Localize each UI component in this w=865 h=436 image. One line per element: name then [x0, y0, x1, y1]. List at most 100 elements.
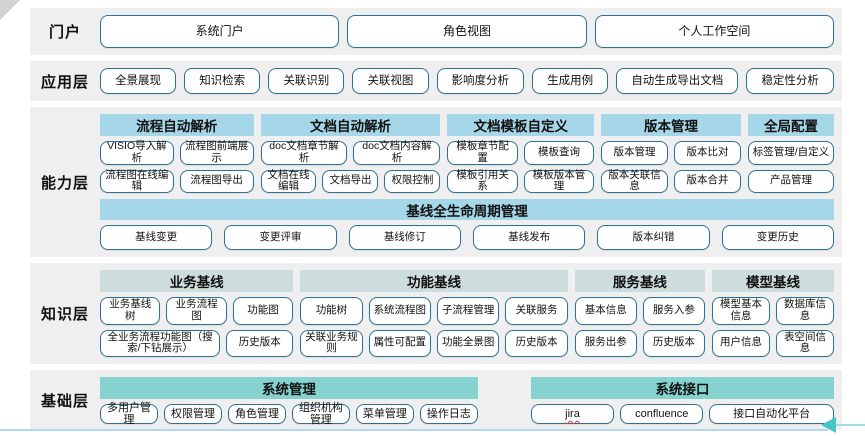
system-interface-item-button[interactable]: jira: [530, 404, 615, 424]
arrow-head: [821, 417, 836, 433]
baseline-lifecycle-item-button[interactable]: 变更历史: [721, 225, 834, 250]
doc-auto-parse-item-button[interactable]: doc文档章节解析: [260, 140, 348, 165]
group-service-baseline: 服务基线基本信息服务入参服务出参历史版本: [574, 270, 705, 357]
group-function-baseline-row: 功能树系统流程图子流程管理关联服务: [300, 297, 568, 325]
application-buttons-row: 全景展现知识检索关联识别关联视图影响度分析生成用例自动生成导出文档稳定性分析: [100, 68, 834, 94]
doc-template-item-button[interactable]: 模板引用关系: [447, 169, 518, 193]
process-auto-parse-item-button[interactable]: 流程图在线编辑: [100, 169, 174, 193]
service-baseline-item-button[interactable]: 服务出参: [574, 329, 637, 357]
process-auto-parse-item-button[interactable]: 流程图导出: [179, 169, 254, 193]
service-baseline-item-button[interactable]: 历史版本: [642, 329, 705, 357]
knowledge-groups: 业务基线业务基线树业务流程图功能图全业务流程功能图（搜索/下钻展示）历史版本功能…: [100, 270, 834, 357]
function-baseline-item-button[interactable]: 属性可配置: [368, 329, 431, 357]
group-doc-auto-parse-row: 文档在线编辑文档导出权限控制: [260, 169, 441, 193]
group-function-baseline-row: 关联业务规则属性可配置功能全景图历史版本: [300, 329, 568, 357]
baseline-lifecycle-item-button[interactable]: 变更评审: [224, 225, 337, 250]
function-baseline-item-button[interactable]: 子流程管理: [437, 297, 500, 325]
function-baseline-item-button[interactable]: 功能树: [300, 297, 363, 325]
system-mgmt-item-button[interactable]: 权限管理: [163, 404, 222, 424]
system-mgmt-item-button[interactable]: 角色管理: [227, 404, 286, 424]
system-mgmt-item-button[interactable]: 多用户管理: [100, 402, 158, 426]
version-mgmt-item-button[interactable]: 版本比对: [674, 141, 741, 165]
group-version-mgmt-header: 版本管理: [601, 114, 741, 136]
application-item-button[interactable]: 影响度分析: [436, 68, 525, 94]
portal-item-button[interactable]: 个人工作空间: [594, 15, 834, 48]
system-mgmt-item-button[interactable]: 组织机构管理: [291, 402, 350, 426]
application-item-button[interactable]: 知识检索: [184, 68, 261, 94]
doc-auto-parse-item-button[interactable]: doc文档内容解析: [353, 140, 441, 165]
application-item-button[interactable]: 关联识别: [268, 68, 345, 94]
portal-item-button[interactable]: 角色视图: [347, 15, 587, 48]
group-version-mgmt-row: 版本关联信息版本合并: [601, 169, 741, 193]
global-config-item-button[interactable]: 产品管理: [747, 169, 834, 193]
application-item-button[interactable]: 生成用例: [532, 68, 609, 94]
system-interface-item-button[interactable]: confluence: [620, 404, 704, 424]
layer-application-label: 应用层: [40, 73, 89, 91]
function-baseline-item-button[interactable]: 关联服务: [505, 297, 568, 325]
doc-auto-parse-item-button[interactable]: 文档导出: [322, 169, 379, 193]
group-business-baseline-header: 业务基线: [100, 270, 294, 292]
business-baseline-item-button[interactable]: 功能图: [232, 297, 294, 325]
doc-template-item-button[interactable]: 模板查询: [523, 141, 595, 165]
group-doc-auto-parse-header: 文档自动解析: [260, 114, 441, 136]
service-baseline-item-button[interactable]: 服务入参: [642, 297, 705, 325]
business-baseline-item-button[interactable]: 历史版本: [226, 329, 294, 357]
group-business-baseline: 业务基线业务基线树业务流程图功能图全业务流程功能图（搜索/下钻展示）历史版本: [100, 270, 294, 357]
layer-knowledge: 知识层业务基线业务基线树业务流程图功能图全业务流程功能图（搜索/下钻展示）历史版…: [30, 263, 842, 364]
group-process-auto-parse: 流程自动解析 VISIO导入解析流程图前端展示流程图在线编辑流程图导出: [100, 114, 254, 193]
model-baseline-item-button[interactable]: 表空间信息: [775, 329, 834, 357]
arrow-tail: [831, 424, 865, 426]
process-auto-parse-item-button[interactable]: VISIO导入解析: [100, 140, 174, 165]
application-item-button[interactable]: 自动生成导出文档: [616, 68, 739, 94]
function-baseline-item-button[interactable]: 历史版本: [505, 329, 568, 357]
application-item-button[interactable]: 稳定性分析: [746, 68, 834, 94]
group-system-mgmt-header: 系统管理: [100, 377, 478, 399]
group-version-mgmt-row: 版本管理版本比对: [601, 141, 741, 165]
doc-auto-parse-item-button[interactable]: 文档在线编辑: [260, 169, 317, 193]
global-config-item-button[interactable]: 标签管理/自定义: [747, 141, 834, 165]
baseline-lifecycle-item-button[interactable]: 基线变更: [100, 225, 213, 250]
version-mgmt-item-button[interactable]: 版本关联信息: [601, 169, 669, 193]
version-mgmt-item-button[interactable]: 版本管理: [601, 141, 669, 165]
system-interface-item-button[interactable]: 接口自动化平台: [709, 404, 834, 424]
layer-portal-content: 系统门户角色视图个人工作空间: [100, 8, 842, 55]
baseline-lifecycle-item-button[interactable]: 基线修订: [348, 225, 461, 250]
model-baseline-item-button[interactable]: 数据库信息: [775, 297, 834, 325]
business-baseline-item-button[interactable]: 业务基线树: [100, 297, 161, 325]
doc-auto-parse-item-button[interactable]: 权限控制: [384, 169, 441, 193]
group-service-baseline-header: 服务基线: [574, 270, 705, 292]
group-global-config: 全局配置标签管理/自定义产品管理: [747, 114, 834, 193]
process-auto-parse-item-button[interactable]: 流程图前端展示: [179, 140, 254, 165]
service-baseline-item-button[interactable]: 基本信息: [574, 297, 637, 325]
system-mgmt-item-button[interactable]: 菜单管理: [355, 404, 414, 424]
model-baseline-item-button[interactable]: 模型基本信息: [711, 297, 770, 325]
function-baseline-item-button[interactable]: 功能全景图: [437, 329, 500, 357]
function-baseline-item-button[interactable]: 关联业务规则: [300, 329, 363, 357]
group-process-auto-parse-header: 流程自动解析: [100, 114, 254, 136]
business-baseline-item-button[interactable]: 业务流程图: [166, 297, 227, 325]
application-item-button[interactable]: 全景展现: [100, 68, 177, 94]
version-mgmt-item-button[interactable]: 版本合并: [674, 169, 741, 193]
group-process-auto-parse-row: VISIO导入解析流程图前端展示: [100, 140, 254, 165]
system-mgmt-item-button[interactable]: 操作日志: [419, 404, 478, 424]
layer-knowledge-label: 知识层: [40, 306, 89, 323]
baseline-lifecycle-item-button[interactable]: 版本纠错: [597, 225, 710, 250]
banner-baseline-lifecycle-header: 基线全生命周期管理: [100, 199, 834, 220]
group-model-baseline-row: 模型基本信息数据库信息: [711, 297, 834, 325]
model-baseline-item-button[interactable]: 用户信息: [711, 329, 770, 357]
business-baseline-item-button[interactable]: 全业务流程功能图（搜索/下钻展示）: [100, 329, 221, 357]
doc-template-item-button[interactable]: 模板版本管理: [523, 169, 595, 193]
group-model-baseline: 模型基线模型基本信息数据库信息用户信息表空间信息: [711, 270, 834, 357]
doc-template-item-button[interactable]: 模板章节配置: [447, 140, 518, 165]
baseline-lifecycle-item-button[interactable]: 基线发布: [472, 225, 586, 250]
function-baseline-item-button[interactable]: 系统流程图: [368, 297, 431, 325]
group-system-mgmt-row: 多用户管理权限管理角色管理组织机构管理菜单管理操作日志: [100, 402, 478, 426]
portal-item-button[interactable]: 系统门户: [100, 15, 340, 48]
application-item-button[interactable]: 关联视图: [352, 68, 429, 94]
layer-application-content: 全景展现知识检索关联识别关联视图影响度分析生成用例自动生成导出文档稳定性分析: [100, 61, 842, 101]
